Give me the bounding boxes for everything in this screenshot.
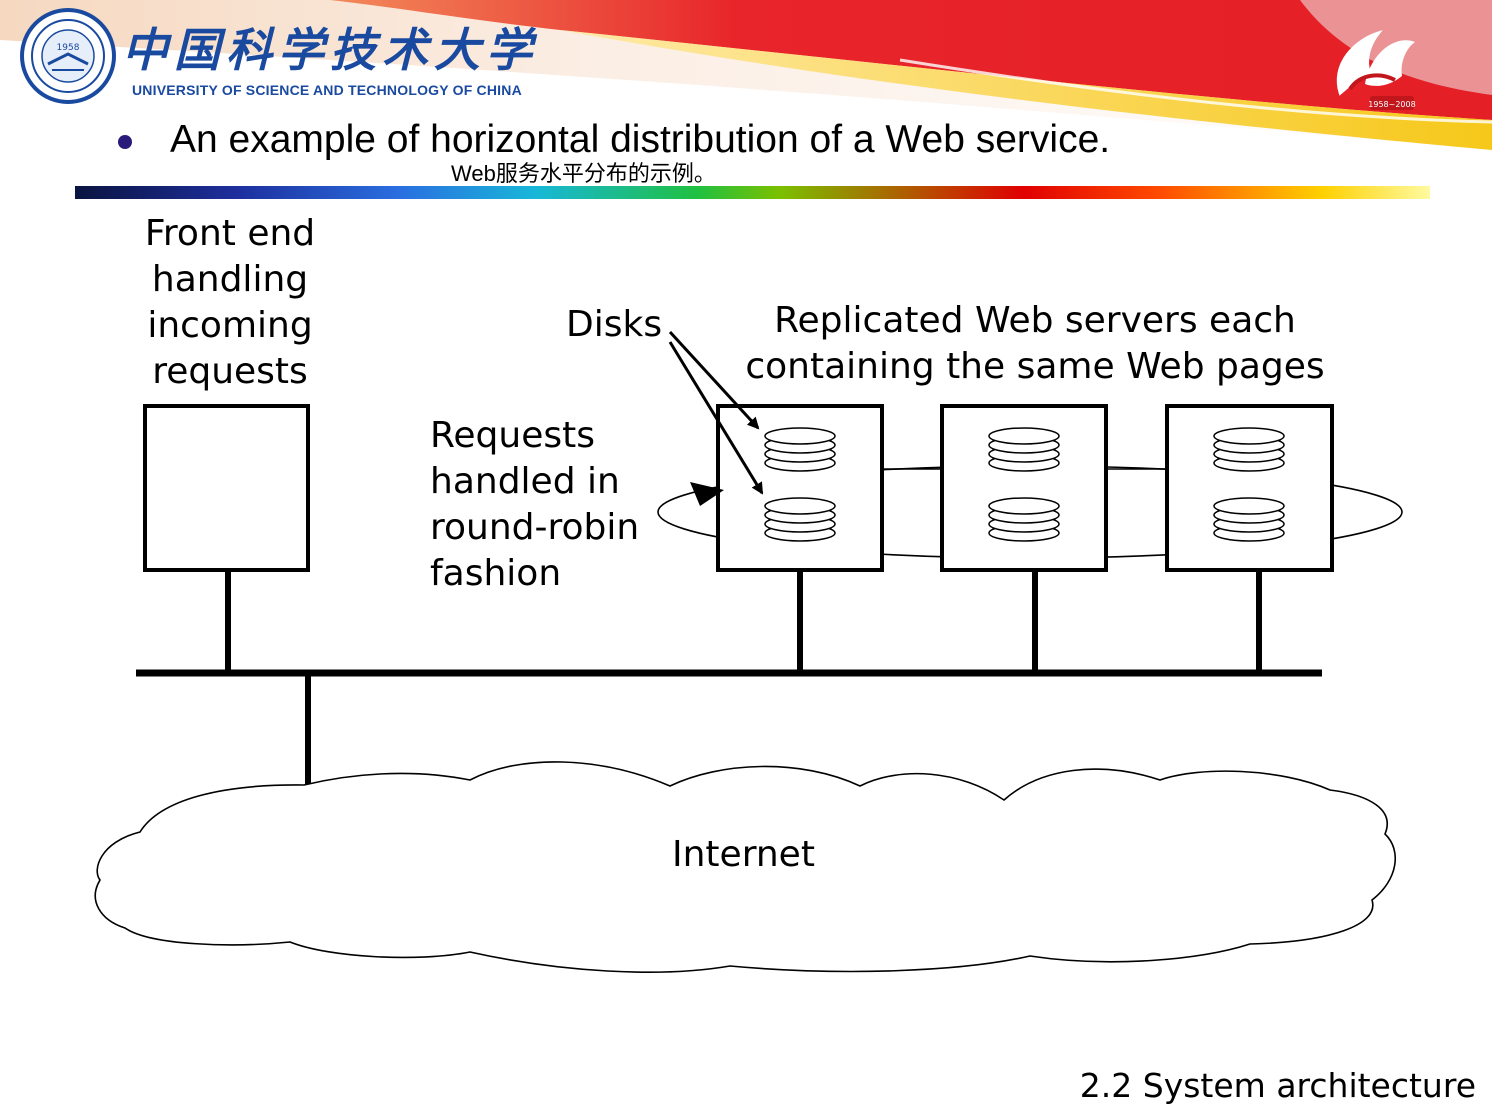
internet-label: Internet <box>672 834 815 875</box>
header-banner <box>0 0 1492 150</box>
round-robin-label: Requests handled in round-robin fashion <box>430 413 639 597</box>
disk-stack <box>764 427 836 472</box>
slide-subtitle-cn: Web服务水平分布的示例。 <box>451 161 716 186</box>
front-end-label-line: handling <box>151 259 309 300</box>
disk-stack <box>988 497 1060 542</box>
title-divider <box>75 186 1430 199</box>
university-name-cn: 中国科学技术大学 <box>122 23 538 77</box>
disk-stacks <box>764 427 1285 542</box>
section-footer: 2.2 System architecture <box>1079 1066 1476 1105</box>
round-robin-label-line: Requests <box>430 415 595 456</box>
replicated-label-line: Replicated Web servers each <box>774 300 1296 341</box>
title-bullet <box>118 135 132 149</box>
replicated-label-line: containing the same Web pages <box>745 346 1325 387</box>
disk-pointer-arrow-2 <box>668 341 764 495</box>
disk-platter <box>764 497 836 515</box>
round-robin-label-line: round-robin <box>430 507 640 548</box>
disks-label: Disks <box>566 304 663 345</box>
round-robin-label-line: fashion <box>430 553 562 594</box>
front-end-box <box>143 404 310 572</box>
round-robin-label-line: handled in <box>430 461 620 502</box>
internet-cloud <box>94 761 1397 973</box>
slide-title: An example of horizontal distribution of… <box>170 118 1111 161</box>
disk-stack <box>764 497 836 542</box>
university-seal-icon: 1958 <box>20 8 116 104</box>
front-end-label-line: incoming <box>147 305 313 346</box>
disk-stack <box>1213 427 1285 472</box>
seal-year: 1958 <box>57 43 80 53</box>
front-end-label: Front end handling incoming requests <box>130 211 330 395</box>
round-robin-arrowhead <box>690 482 724 506</box>
front-end-label-line: Front end <box>144 213 316 254</box>
university-name-en: UNIVERSITY OF SCIENCE AND TECHNOLOGY OF … <box>132 82 522 98</box>
replicated-servers-label: Replicated Web servers each containing t… <box>740 298 1330 390</box>
disk-platter <box>764 427 836 445</box>
disk-pointer-arrow-1 <box>668 330 760 430</box>
disk-stack <box>988 427 1060 472</box>
disk-platter <box>988 427 1060 445</box>
disk-stack <box>1213 497 1285 542</box>
disk-platter <box>1213 427 1285 445</box>
front-end-label-line: requests <box>152 351 308 392</box>
disk-platter <box>988 497 1060 515</box>
anniversary-years: 1958~2008 <box>1368 100 1415 109</box>
disk-platter <box>1213 497 1285 515</box>
anniversary-emblem-icon: 1958~2008 <box>1336 30 1416 110</box>
